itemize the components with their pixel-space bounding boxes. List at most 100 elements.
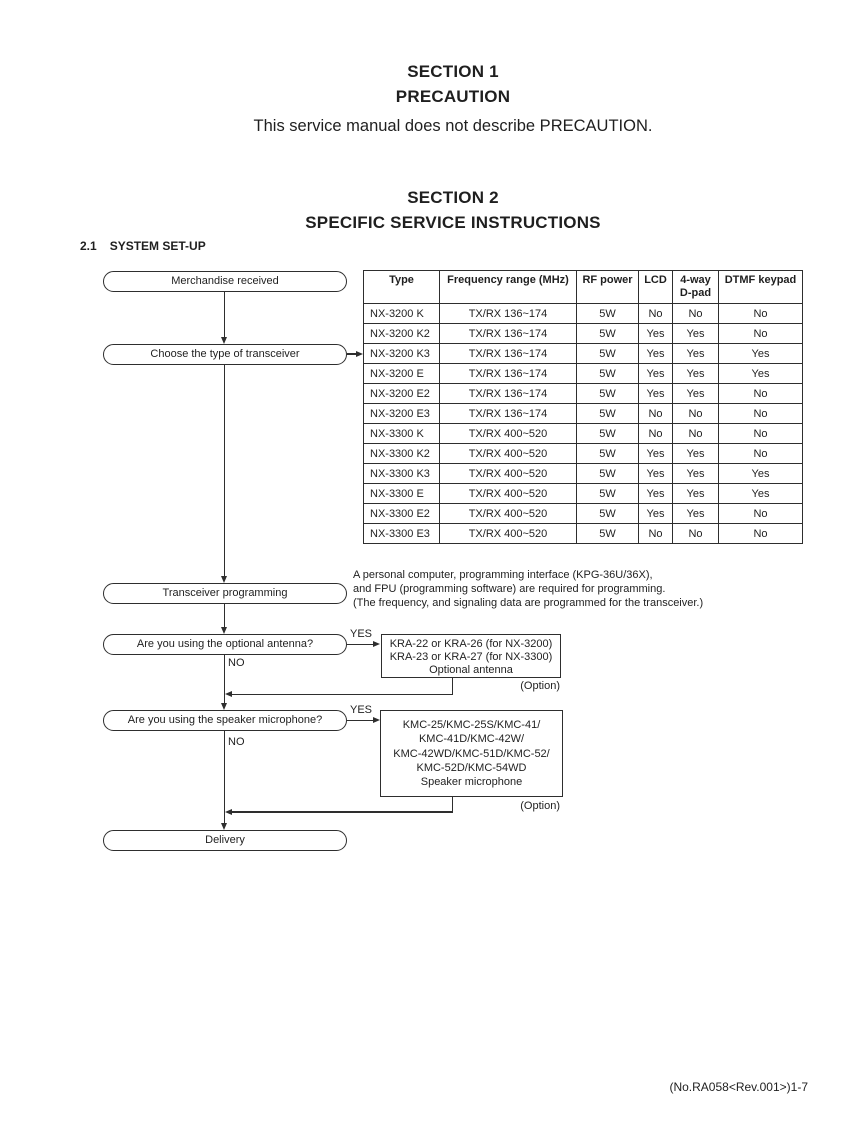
section2-title: SECTION 2 (407, 188, 499, 207)
flow-node-merchandise: Merchandise received (103, 271, 347, 292)
table-cell: 5W (576, 423, 639, 444)
subsection-title: SYSTEM SET-UP (109, 239, 206, 253)
speaker-option-line: Speaker microphone (420, 776, 523, 789)
table-cell: No (718, 423, 803, 444)
table-cell: Yes (718, 343, 803, 364)
column-header-frequency: Frequency range (MHz) (439, 270, 577, 304)
connector-line (230, 811, 453, 813)
table-cell: Yes (638, 323, 673, 344)
speaker-option-line: KMC-41D/KMC-42W/ (418, 733, 525, 746)
table-cell: TX/RX 400~520 (439, 423, 577, 444)
table-cell: NX-3300 E (363, 483, 440, 504)
arrowhead-down-icon (221, 576, 228, 583)
no-label: NO (228, 736, 245, 748)
connector-line (347, 643, 374, 646)
table-cell: 5W (576, 403, 639, 424)
section1-title: SECTION 1 (407, 62, 499, 81)
table-cell: Yes (672, 343, 719, 364)
table-cell: Yes (638, 343, 673, 364)
table-cell: No (672, 523, 719, 544)
speaker-option-line: KMC-52D/KMC-54WD (416, 761, 527, 774)
table-cell: NX-3200 K3 (363, 343, 440, 364)
table-cell: 5W (576, 483, 639, 504)
antenna-option-line: KRA-22 or KRA-26 (for NX-3200) (389, 637, 553, 650)
programming-note-line: (The frequency, and signaling data are p… (353, 597, 704, 609)
table-cell: 5W (576, 383, 639, 404)
table-cell: 5W (576, 523, 639, 544)
table-cell: Yes (638, 503, 673, 524)
no-label: NO (228, 657, 245, 669)
table-cell: 5W (576, 443, 639, 464)
connector-line (452, 678, 454, 695)
table-cell: NX-3200 K2 (363, 323, 440, 344)
table-cell: TX/RX 136~174 (439, 363, 577, 384)
arrowhead-left-icon (225, 808, 232, 815)
flow-node-programming: Transceiver programming (103, 583, 347, 604)
section2-subtitle: SPECIFIC SERVICE INSTRUCTIONS (305, 213, 601, 232)
table-cell: NX-3300 K (363, 423, 440, 444)
table-cell: Yes (718, 483, 803, 504)
table-cell: No (638, 423, 673, 444)
programming-note-line: A personal computer, programming interfa… (353, 569, 653, 581)
table-cell: NX-3300 K3 (363, 463, 440, 484)
table-cell: 5W (576, 303, 639, 324)
table-cell: Yes (638, 363, 673, 384)
connector-line (452, 797, 454, 812)
table-cell: No (718, 303, 803, 324)
table-cell: NX-3300 K2 (363, 443, 440, 464)
arrowhead-right-icon (373, 717, 380, 724)
table-cell: NX-3200 E (363, 363, 440, 384)
page-number-footer: (No.RA058<Rev.001>)1-7 (669, 1080, 808, 1094)
table-cell: TX/RX 136~174 (439, 303, 577, 324)
table-cell: Yes (672, 363, 719, 384)
table-header-row: Type Frequency range (MHz) RF power LCD … (363, 270, 803, 304)
arrowhead-down-icon (221, 627, 228, 634)
table-cell: NX-3200 K (363, 303, 440, 324)
connector-line (224, 731, 226, 823)
connector-line (224, 655, 226, 703)
option-label: (Option) (520, 800, 560, 812)
table-cell: NX-3200 E2 (363, 383, 440, 404)
table-cell: No (638, 523, 673, 544)
table-cell: NX-3300 E3 (363, 523, 440, 544)
arrowhead-down-icon (221, 703, 228, 710)
table-cell: Yes (638, 443, 673, 464)
table-cell: NX-3300 E2 (363, 503, 440, 524)
table-cell: Yes (672, 443, 719, 464)
table-cell: Yes (718, 363, 803, 384)
programming-note-line: and FPU (programming software) are requi… (353, 583, 666, 595)
table-cell: No (718, 523, 803, 544)
table-cell: TX/RX 400~520 (439, 503, 577, 524)
table-cell: TX/RX 136~174 (439, 343, 577, 364)
table-cell: Yes (638, 383, 673, 404)
table-cell: NX-3200 E3 (363, 403, 440, 424)
flow-node-choose: Choose the type of transceiver (103, 344, 347, 365)
table-cell: TX/RX 400~520 (439, 483, 577, 504)
table-cell: TX/RX 136~174 (439, 323, 577, 344)
column-header-rf-power: RF power (576, 270, 639, 304)
speaker-option-line: KMC-25/KMC-25S/KMC-41/ (402, 719, 541, 731)
yes-label: YES (350, 704, 373, 716)
connector-line (230, 693, 453, 695)
antenna-option-line: KRA-23 or KRA-27 (for NX-3300) (389, 650, 553, 663)
column-header-lcd: LCD (638, 270, 673, 304)
flow-node-speaker-question: Are you using the speaker microphone? (103, 710, 347, 731)
section1-body: This service manual does not describe PR… (253, 117, 653, 135)
speaker-option-line: KMC-42WD/KMC-51D/KMC-52/ (393, 747, 550, 760)
table-cell: No (672, 303, 719, 324)
antenna-option-box: KRA-22 or KRA-26 (for NX-3200) KRA-23 or… (381, 634, 561, 678)
table-cell: TX/RX 400~520 (439, 443, 577, 464)
table-cell: Yes (672, 383, 719, 404)
